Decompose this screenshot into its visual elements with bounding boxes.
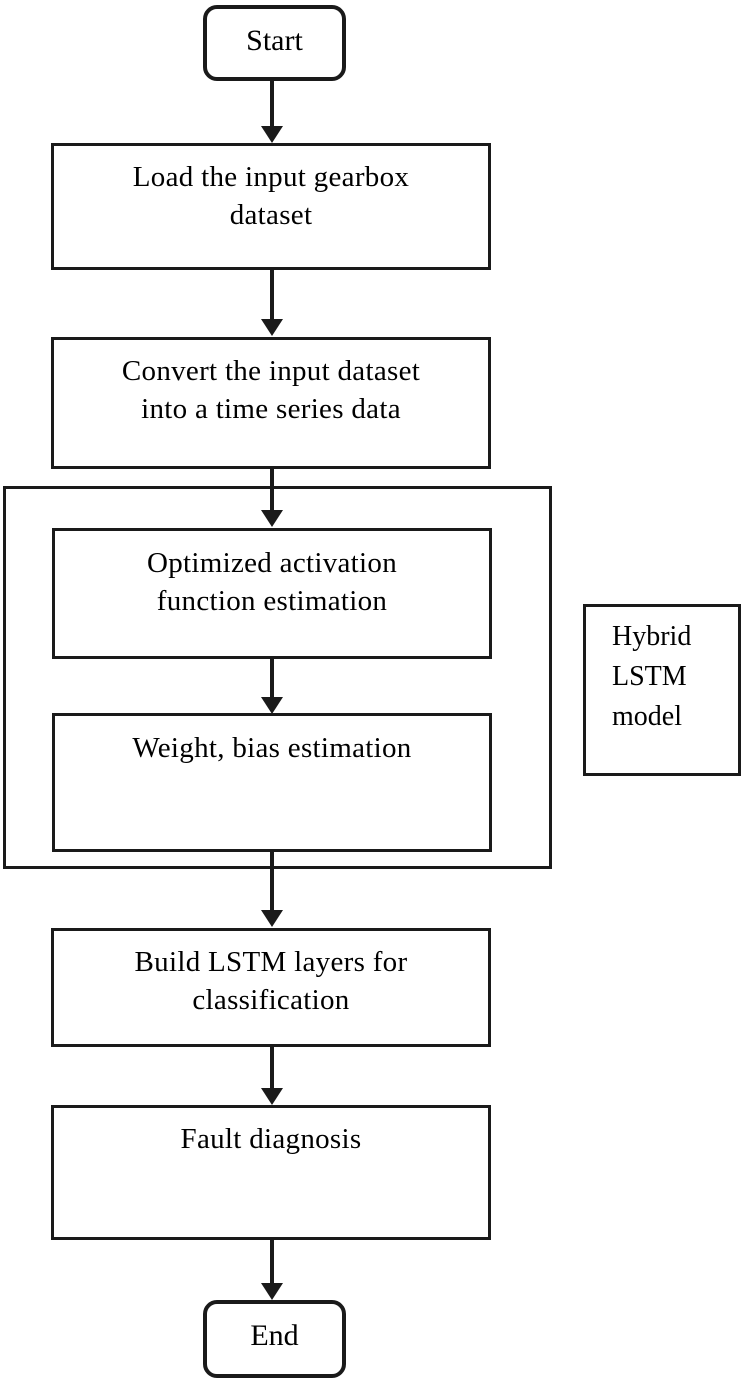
arrowhead-icon <box>261 126 283 143</box>
connector-load-to-convert <box>261 270 283 337</box>
node-fault-diagnosis-label: Fault diagnosis <box>180 1123 362 1155</box>
arrowhead-icon <box>261 910 283 927</box>
connector-convert-to-activation <box>261 469 283 528</box>
node-build-lstm-layers[interactable]: Build LSTM layers for classification <box>51 928 491 1047</box>
connector-activation-to-weight <box>261 659 283 714</box>
node-weight-bias-estimation[interactable]: Weight, bias estimation <box>52 713 492 852</box>
node-fault-diagnosis[interactable]: Fault diagnosis <box>51 1105 491 1240</box>
note-hybrid-lstm-model: Hybrid LSTM model <box>583 604 741 776</box>
node-load-dataset[interactable]: Load the input gearbox dataset <box>51 143 491 270</box>
arrowhead-icon <box>261 1283 283 1300</box>
arrowhead-icon <box>261 697 283 714</box>
node-end[interactable]: End <box>203 1300 346 1378</box>
connector-stem <box>270 270 274 320</box>
arrowhead-icon <box>261 1088 283 1105</box>
group-hybrid-lstm-stage <box>3 486 552 869</box>
connector-stem <box>270 852 274 911</box>
connector-build-to-fault <box>261 1047 283 1105</box>
arrowhead-icon <box>261 319 283 336</box>
node-start[interactable]: Start <box>203 5 346 81</box>
node-build-lstm-layers-label: Build LSTM layers for classification <box>134 946 408 1016</box>
note-hybrid-lstm-model-label: Hybrid LSTM model <box>612 621 692 732</box>
connector-stem <box>270 659 274 698</box>
node-weight-bias-estimation-label: Weight, bias estimation <box>132 732 412 764</box>
node-load-dataset-label: Load the input gearbox dataset <box>132 161 410 231</box>
node-end-label: End <box>250 1319 299 1352</box>
node-convert-dataset-label: Convert the input dataset into a time se… <box>121 355 421 425</box>
node-activation-estimation-label: Optimized activation function estimation <box>146 547 397 617</box>
connector-weight-to-build <box>261 852 283 928</box>
connector-start-to-load <box>261 81 283 143</box>
connector-fault-to-end <box>261 1240 283 1300</box>
connector-stem <box>270 1047 274 1089</box>
node-convert-dataset[interactable]: Convert the input dataset into a time se… <box>51 337 491 469</box>
node-activation-estimation[interactable]: Optimized activation function estimation <box>52 528 492 659</box>
node-start-label: Start <box>246 24 303 57</box>
connector-stem <box>270 1240 274 1284</box>
connector-stem <box>270 81 274 127</box>
connector-stem <box>270 469 274 511</box>
arrowhead-icon <box>261 510 283 527</box>
